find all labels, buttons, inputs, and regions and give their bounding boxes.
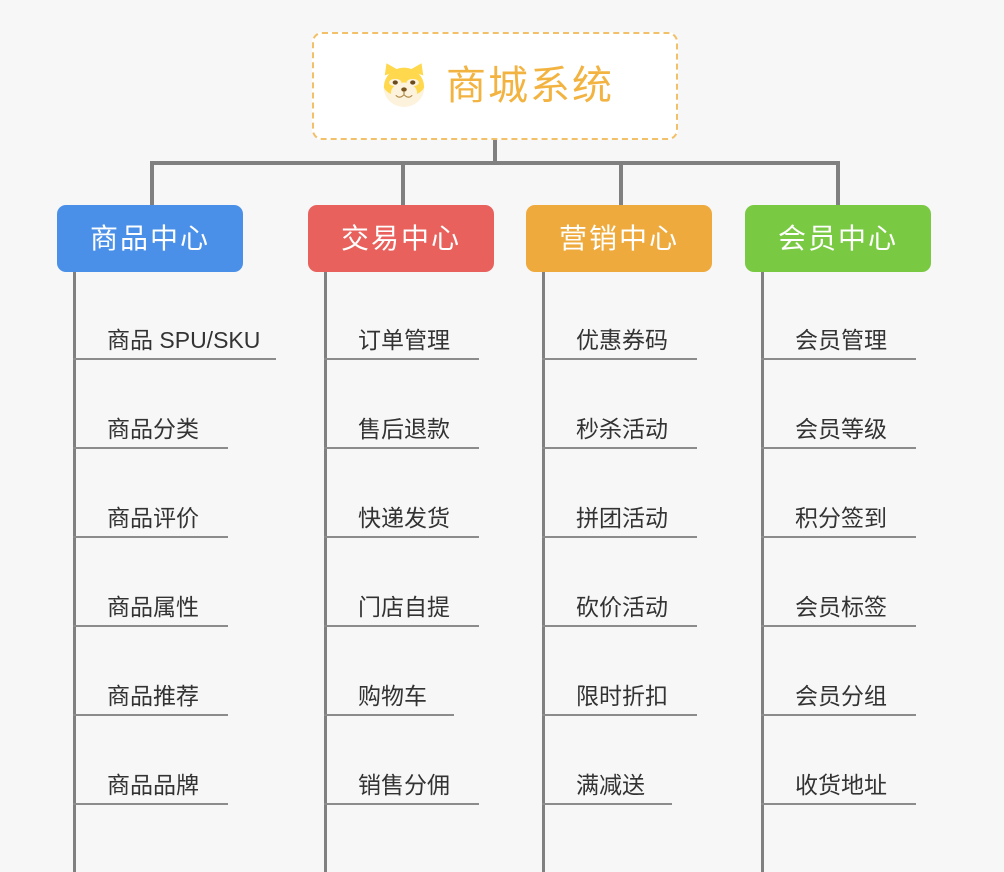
- root-title: 商城系统: [446, 64, 614, 108]
- leaf-label: 销售分佣: [358, 771, 450, 798]
- leaf-item[interactable]: 售后退款: [324, 360, 479, 449]
- leaf-label: 售后退款: [358, 415, 450, 442]
- leaf-item[interactable]: 满减送: [542, 716, 672, 805]
- leaf-label: 会员标签: [795, 593, 887, 620]
- leaf-label: 门店自提: [358, 593, 450, 620]
- connector-drop-2: [401, 161, 405, 207]
- connector-drop-1: [150, 161, 154, 207]
- leaf-item[interactable]: 会员管理: [761, 271, 916, 360]
- leaf-item[interactable]: 商品属性: [73, 538, 228, 627]
- column-spine-1: [73, 272, 76, 872]
- leaf-label: 订单管理: [358, 326, 450, 353]
- column-spine-4: [761, 272, 764, 872]
- leaf-label: 会员分组: [795, 682, 887, 709]
- leaf-label: 商品属性: [107, 593, 199, 620]
- leaf-label: 快递发货: [358, 504, 450, 531]
- category-box-1[interactable]: 商品中心: [57, 205, 243, 272]
- category-column-4: 会员中心会员管理会员等级积分签到会员标签会员分组收货地址: [745, 205, 931, 872]
- leaf-item[interactable]: 商品分类: [73, 360, 228, 449]
- mindmap-canvas: 商城系统 商品中心商品 SPU/SKU 商品分类商品评价商品属性商品推荐商品品牌 交…: [57, 32, 931, 872]
- category-box-3[interactable]: 营销中心: [526, 205, 712, 272]
- leaf-label: 商品 SPU/SKU: [107, 326, 261, 353]
- leaf-item[interactable]: 商品推荐: [73, 627, 228, 716]
- shiba-dog-face-icon: [383, 63, 425, 107]
- category-column-3: 营销中心优惠券码秒杀活动拼团活动砍价活动限时折扣满减送: [526, 205, 712, 872]
- leaf-label: 商品评价: [107, 504, 199, 531]
- category-column-2: 交易中心订单管理售后退款快递发货门店自提购物车销售分佣: [308, 205, 494, 872]
- leaf-item[interactable]: 秒杀活动: [542, 360, 697, 449]
- category-box-4[interactable]: 会员中心: [745, 205, 931, 272]
- leaf-label: 商品推荐: [107, 682, 199, 709]
- leaf-label: 满减送: [576, 771, 645, 798]
- category-label: 交易中心: [340, 222, 461, 254]
- connector-drop-4: [836, 161, 840, 207]
- leaf-label: 收货地址: [795, 771, 887, 798]
- leaf-label: 会员等级: [795, 415, 887, 442]
- leaf-label: 限时折扣: [576, 682, 668, 709]
- leaf-item[interactable]: 商品品牌: [73, 716, 228, 805]
- leaf-item[interactable]: 订单管理: [324, 271, 479, 360]
- leaf-item[interactable]: 拼团活动: [542, 449, 697, 538]
- leaf-label: 拼团活动: [576, 504, 668, 531]
- column-spine-2: [324, 272, 327, 872]
- leaf-item[interactable]: 限时折扣: [542, 627, 697, 716]
- leaf-item[interactable]: 销售分佣: [324, 716, 479, 805]
- root-node[interactable]: 商城系统: [312, 32, 678, 140]
- leaf-item[interactable]: 快递发货: [324, 449, 479, 538]
- leaf-label: 会员管理: [795, 326, 887, 353]
- leaf-item[interactable]: 收货地址: [761, 716, 916, 805]
- connector-horizontal-bus: [150, 161, 840, 165]
- leaf-item[interactable]: 砍价活动: [542, 538, 697, 627]
- leaf-item[interactable]: 商品 SPU/SKU: [73, 271, 276, 360]
- category-box-2[interactable]: 交易中心: [308, 205, 494, 272]
- leaf-item[interactable]: 购物车: [324, 627, 454, 716]
- leaf-label: 积分签到: [795, 504, 887, 531]
- leaf-label: 优惠券码: [576, 326, 668, 353]
- column-spine-3: [542, 272, 545, 872]
- connector-root-stem: [493, 140, 497, 164]
- leaf-item[interactable]: 会员标签: [761, 538, 916, 627]
- leaf-item[interactable]: 优惠券码: [542, 271, 697, 360]
- leaf-label: 秒杀活动: [576, 415, 668, 442]
- connector-drop-3: [619, 161, 623, 207]
- category-label: 会员中心: [777, 222, 898, 254]
- leaf-item[interactable]: 会员分组: [761, 627, 916, 716]
- leaf-item[interactable]: 积分签到: [761, 449, 916, 538]
- leaf-label: 商品分类: [107, 415, 199, 442]
- leaf-label: 砍价活动: [576, 593, 668, 620]
- leaf-item[interactable]: 商品评价: [73, 449, 228, 538]
- category-label: 商品中心: [89, 222, 210, 254]
- leaf-item[interactable]: 门店自提: [324, 538, 479, 627]
- category-column-1: 商品中心商品 SPU/SKU 商品分类商品评价商品属性商品推荐商品品牌: [57, 205, 276, 872]
- leaf-label: 商品品牌: [107, 771, 199, 798]
- leaf-label: 购物车: [358, 682, 427, 709]
- category-label: 营销中心: [558, 222, 679, 254]
- leaf-item[interactable]: 会员等级: [761, 360, 916, 449]
